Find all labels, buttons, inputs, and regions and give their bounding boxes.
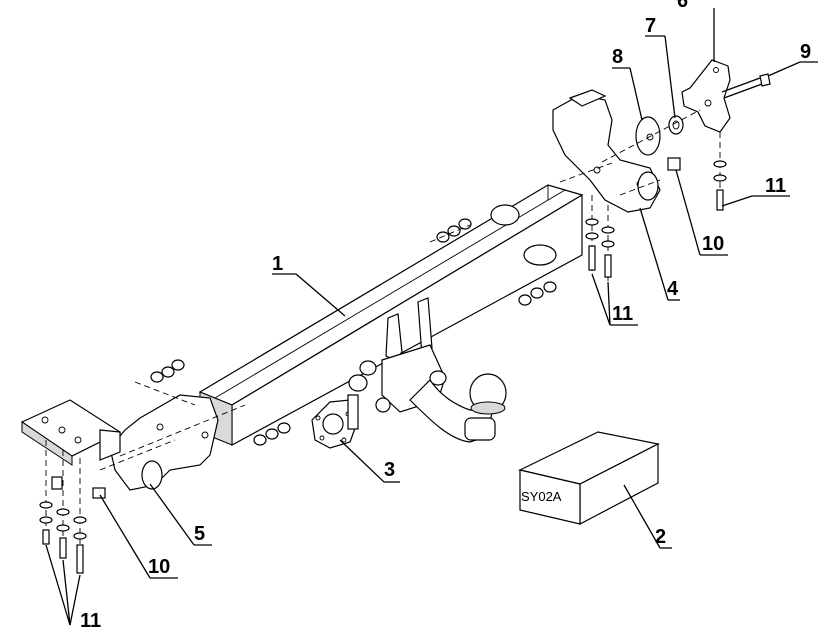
- tow-ball-assembly: [348, 297, 507, 443]
- callout-9: 9: [800, 41, 811, 63]
- kit-box-part-2: SY02A: [518, 431, 660, 525]
- right-bracket-part-4: [552, 89, 661, 213]
- callout-8: 8: [612, 46, 623, 68]
- assembly-guide-lines: [99, 109, 701, 471]
- bolt-stack-right-mid: [585, 157, 681, 282]
- bolt-stack-left: [39, 440, 106, 574]
- spacer-disc-part-8: [635, 116, 661, 156]
- bolt-stack-right-top: [713, 132, 727, 211]
- callout-10-right: 10: [702, 233, 724, 255]
- callout-3: 3: [384, 459, 395, 481]
- nut-washer-set-lower-mid: [518, 281, 557, 306]
- left-bracket-part-5: [109, 394, 219, 491]
- bolt-part-9: [721, 73, 771, 99]
- callout-2: 2: [655, 526, 666, 548]
- spacer-sleeve-part-7: [668, 115, 684, 135]
- crossbar-part-1: [198, 184, 584, 447]
- nut-washer-set-upper-left: [150, 359, 185, 383]
- callout-11-right-mid: 11: [612, 303, 633, 325]
- callout-labels: 1 2 3 4 5 6 7 8 9 10 10 11 11 11: [80, 0, 811, 631]
- callout-4: 4: [667, 278, 679, 300]
- callout-10-left: 10: [148, 556, 170, 578]
- callout-11-left: 11: [80, 610, 101, 631]
- callout-leaders: [45, 8, 818, 626]
- callout-5: 5: [194, 523, 205, 545]
- callout-1: 1: [272, 253, 283, 275]
- right-mounting-bracket-part-6: [681, 59, 731, 133]
- socket-plate-part-3: [311, 394, 359, 449]
- nut-washer-set-lower-left: [253, 422, 291, 446]
- callout-11-right-top: 11: [765, 175, 786, 197]
- callout-7: 7: [645, 15, 656, 37]
- left-mounting-plate: [20, 399, 122, 466]
- kit-box-label: SY02A: [521, 489, 562, 504]
- callout-6: 6: [677, 0, 688, 12]
